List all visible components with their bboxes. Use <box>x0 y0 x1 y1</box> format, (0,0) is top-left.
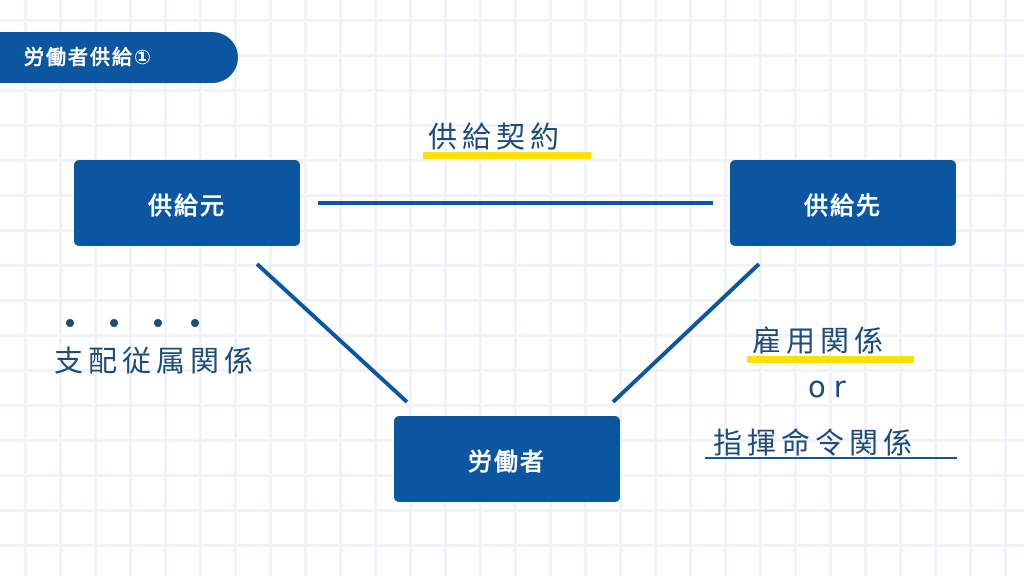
emphasis-dot <box>66 319 74 327</box>
emphasis-dot <box>154 319 162 327</box>
employment-highlight <box>747 356 914 363</box>
supplier-node: 供給元 <box>74 160 300 246</box>
domination-label: 支配従属関係 <box>54 344 259 378</box>
recipient-node: 供給先 <box>730 160 956 246</box>
domination-line <box>255 262 409 404</box>
contract-label: 供給契約 <box>428 120 565 154</box>
command-underline <box>705 457 957 459</box>
employment-line <box>611 262 761 404</box>
or-label: or <box>808 370 854 404</box>
emphasis-dot <box>191 319 199 327</box>
command-label: 指揮命令関係 <box>713 426 918 460</box>
emphasis-dot <box>110 319 118 327</box>
employment-label: 雇用関係 <box>752 324 889 358</box>
slide-title: 労働者供給① <box>0 32 238 83</box>
contract-highlight <box>423 152 591 159</box>
worker-node: 労働者 <box>394 416 620 502</box>
